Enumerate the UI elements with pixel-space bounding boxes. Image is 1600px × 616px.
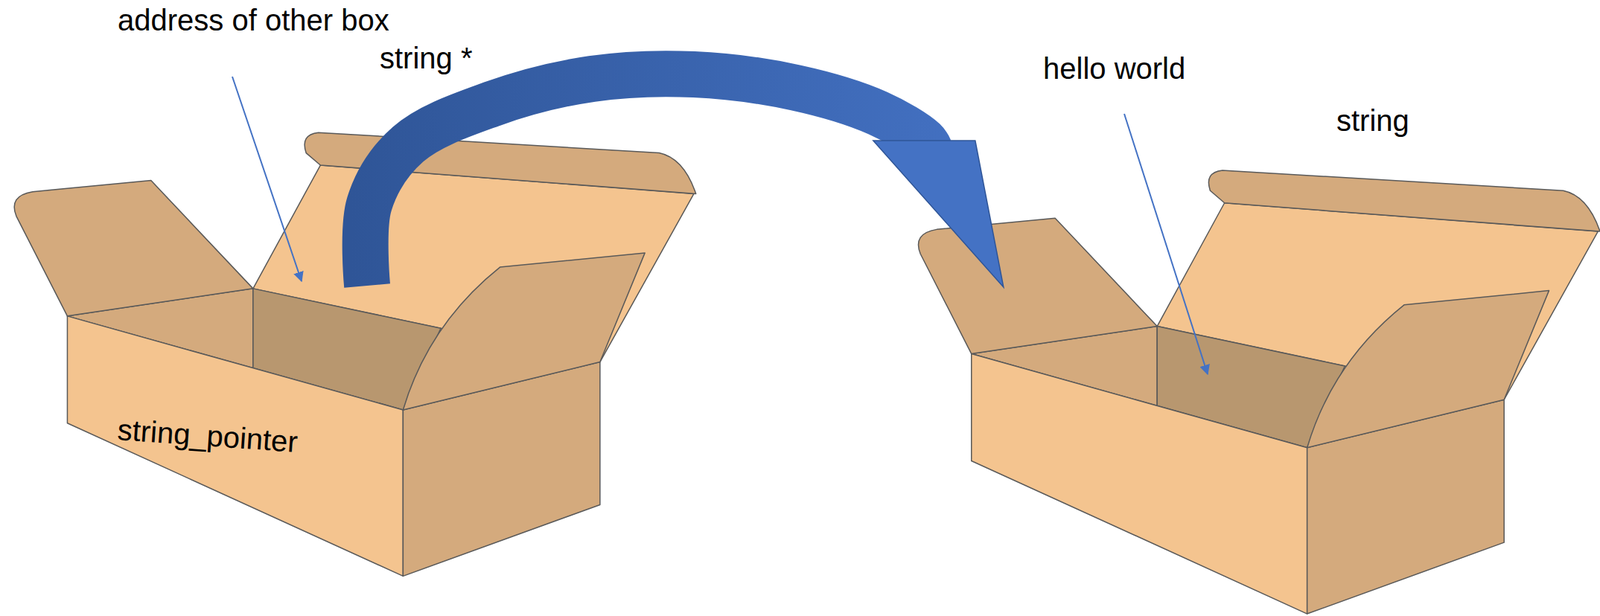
callout-note: address of other box [117, 2, 390, 38]
pointer-arrow [365, 73, 1004, 288]
string-box-picture [918, 170, 1600, 615]
variable-name: string_pointer [116, 412, 299, 460]
content-label: hello world [1043, 51, 1186, 86]
box-node: string_pointer [67, 285, 601, 577]
leader-line [1124, 113, 1208, 375]
box-node: string [971, 287, 1504, 613]
type-name: string * [379, 40, 473, 76]
arrow-band [365, 73, 930, 286]
boxes-group [14, 132, 1600, 615]
leader-line [232, 76, 302, 282]
type-name: string [1336, 103, 1410, 138]
arrow-head [873, 140, 1004, 288]
